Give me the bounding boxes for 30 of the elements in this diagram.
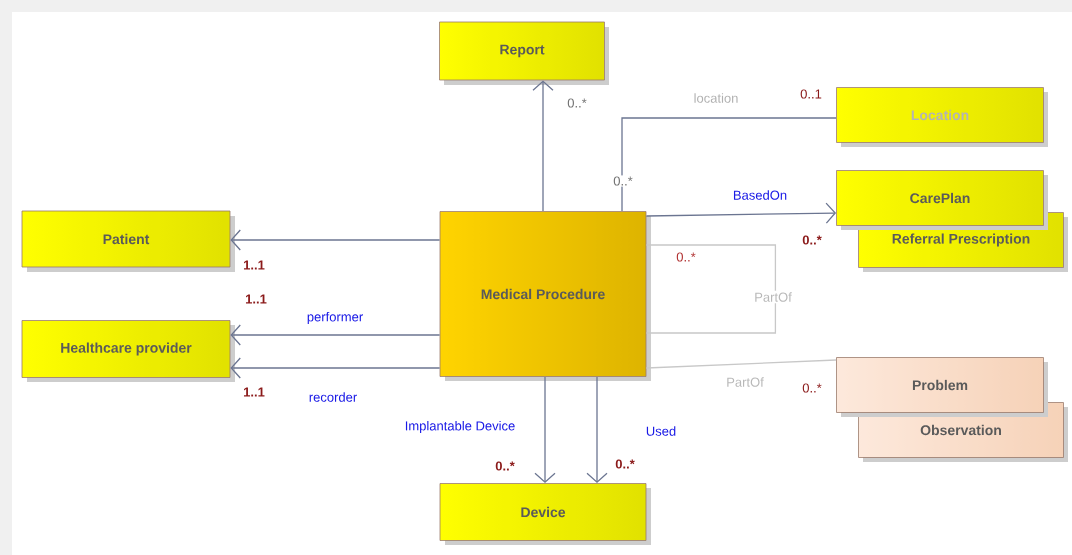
multiplicity-label: 0..* — [566, 97, 588, 109]
multiplicity-label: 1..1 — [244, 293, 268, 305]
connector-line — [645, 359, 837, 369]
class-box: Medical Procedure — [439, 211, 651, 381]
class-box: Patient — [21, 210, 235, 272]
multiplicity-label: 1..1 — [242, 386, 266, 398]
multiplicity-label: 0..1 — [799, 88, 823, 100]
class-box: Problem — [836, 357, 1048, 417]
arrow — [532, 80, 554, 212]
multiplicity-label: 0..* — [801, 382, 823, 394]
arrow — [586, 376, 608, 484]
arrow — [645, 202, 837, 224]
arrow — [534, 376, 556, 484]
multiplicity-label: 0..* — [494, 460, 516, 472]
arrow — [230, 324, 441, 346]
class-box: Location — [836, 87, 1048, 147]
multiplicity-label: 0..* — [614, 458, 636, 470]
arrow — [230, 229, 441, 251]
arrow — [230, 357, 441, 379]
class-box: Report — [439, 21, 609, 85]
edge-label: Implantable Device — [403, 419, 517, 435]
multiplicity-label: 0..* — [801, 234, 823, 246]
connector-line — [645, 244, 777, 334]
class-box: Healthcare provider — [21, 320, 235, 382]
edge-label: performer — [305, 310, 365, 326]
multiplicity-label: 0..* — [612, 175, 634, 187]
connector-line — [621, 117, 837, 212]
class-box: CarePlan — [836, 170, 1048, 230]
class-box: Device — [439, 483, 651, 545]
multiplicity-label: 0..* — [675, 251, 697, 263]
